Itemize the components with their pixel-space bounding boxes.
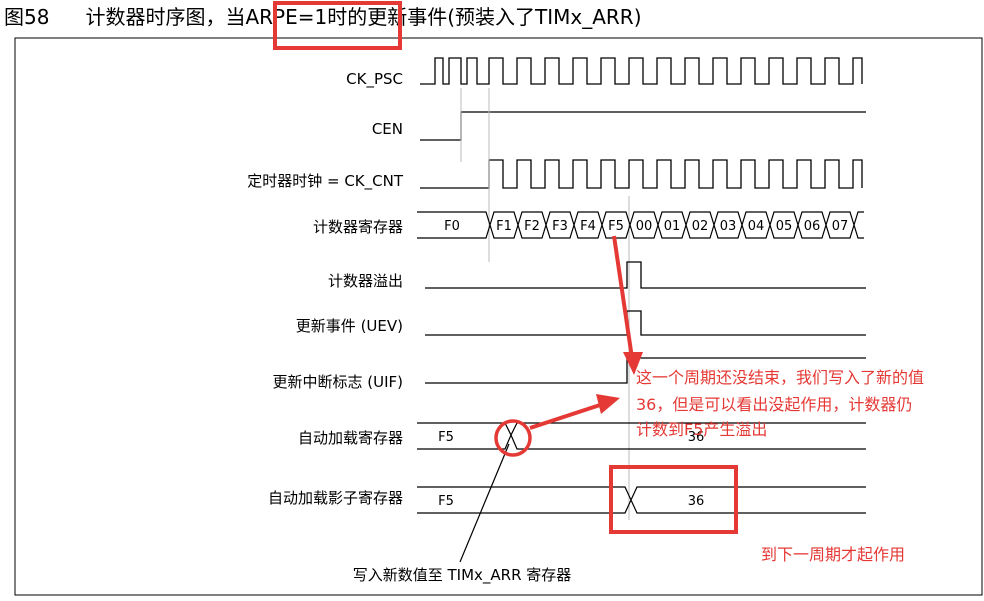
shadow-bus [417, 486, 866, 514]
figure-title: 图58 计数器时序图，当ARPE=1时的更新事件(预装入了TIMx_ARR) [4, 2, 642, 32]
label-uif: 更新中断标志 (UIF) [272, 373, 403, 391]
counter-segment-tail [853, 211, 864, 239]
diagram-frame [14, 37, 983, 596]
arr-before-value: F5 [438, 430, 454, 445]
annotation-line-1: 这一个周期还没结束，我们写入了新的值 [636, 368, 924, 387]
arr-bus [417, 422, 866, 450]
annotation-line-2: 36，但是可以看出没起作用，计数器仍 [636, 395, 912, 414]
red-arrow-line [612, 235, 634, 359]
counter-value: 07 [832, 219, 849, 234]
annotation-note-2: 到下一周期才起作用 [761, 545, 905, 564]
annotation-line-3: 计数到F5产生溢出 [636, 420, 767, 439]
counter-value: 04 [748, 219, 765, 234]
counter-value: F0 [444, 219, 460, 234]
shadow-after-value: 36 [688, 494, 705, 509]
label-arr: 自动加载寄存器 [298, 429, 403, 447]
uif-waveform [425, 357, 866, 384]
arr-after-value: 36 [688, 430, 705, 445]
counter-bus [417, 211, 864, 239]
label-overflow: 计数器溢出 [328, 272, 403, 290]
red-arrow-line [529, 403, 601, 430]
figure-number: 图58 [4, 5, 50, 29]
counter-labels: F0 F1 F2 F3 F4 F5 00 01 02 03 04 05 06 07 [444, 219, 848, 234]
highlight-arpe-box [273, 1, 402, 50]
counter-value: 02 [692, 219, 709, 234]
uev-waveform [425, 310, 866, 336]
ck-psc-waveform [420, 57, 863, 85]
counter-value: 00 [636, 219, 653, 234]
counter-value: 03 [720, 219, 737, 234]
write-pointer-line [459, 443, 510, 563]
counter-value: F1 [496, 219, 512, 234]
counter-value: F2 [524, 219, 540, 234]
ck-cnt-waveform [420, 159, 863, 189]
red-arrow-head [596, 394, 620, 414]
cen-waveform [420, 111, 866, 141]
figure-caption: 计数器时序图，当ARPE=1时的更新事件(预装入了TIMx_ARR) [85, 5, 642, 29]
label-shadow: 自动加载影子寄存器 [268, 489, 403, 507]
counter-value: 01 [664, 219, 681, 234]
write-note: 写入新数值至 TIMx_ARR 寄存器 [353, 566, 572, 585]
label-ck-cnt: 定时器时钟 = CK_CNT [247, 172, 404, 191]
red-arrow-head [623, 352, 643, 375]
label-uev: 更新事件 (UEV) [296, 317, 403, 335]
overflow-waveform [425, 261, 866, 289]
counter-value: 05 [776, 219, 793, 234]
label-counter: 计数器寄存器 [313, 218, 403, 236]
counter-value: F3 [552, 219, 568, 234]
counter-value: F5 [608, 219, 624, 234]
highlight-shadow-box [609, 465, 738, 534]
label-cen: CEN [372, 120, 403, 138]
counter-value: 06 [804, 219, 821, 234]
highlight-write-circle [494, 419, 532, 457]
shadow-before-value: F5 [438, 494, 454, 509]
counter-value: F4 [580, 219, 596, 234]
label-ck-psc: CK_PSC [346, 70, 403, 89]
